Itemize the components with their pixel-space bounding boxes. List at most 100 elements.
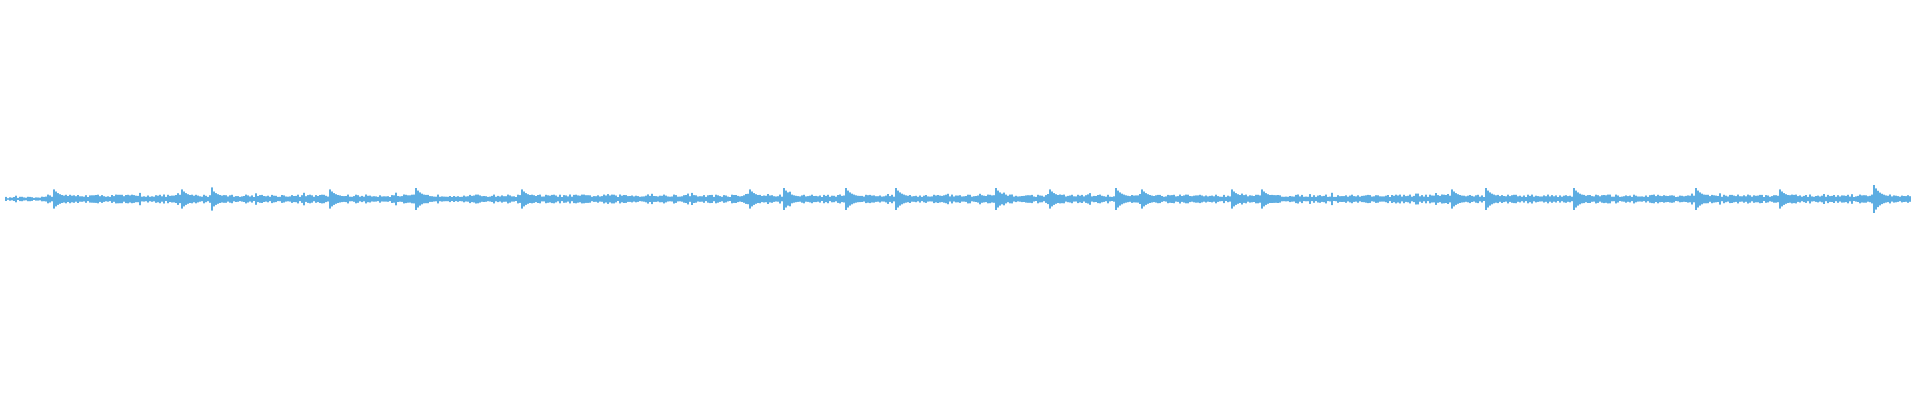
waveform-bar (873, 195, 875, 203)
waveform-bar (557, 196, 559, 202)
waveform-bar (883, 196, 885, 202)
waveform-bar (1855, 196, 1857, 202)
waveform-bar (187, 194, 189, 204)
waveform-bar (199, 196, 201, 202)
waveform-bar (987, 194, 989, 204)
waveform-bar (429, 196, 431, 202)
waveform-bar (765, 195, 767, 203)
waveform-bar (1883, 194, 1885, 204)
waveform-bar (1403, 194, 1405, 204)
waveform-bar (1565, 195, 1567, 203)
waveform-bar (405, 194, 407, 204)
waveform-bar (891, 194, 893, 204)
waveform-bar (181, 189, 183, 209)
waveform-bar (1029, 195, 1031, 203)
waveform-bar (1771, 196, 1773, 202)
waveform-bar (859, 195, 861, 203)
waveform-bar (991, 195, 993, 203)
waveform-bar (1419, 196, 1421, 202)
waveform-bar (897, 190, 899, 208)
waveform-bar (911, 196, 913, 202)
waveform-bar (71, 195, 73, 203)
waveform-bar (1679, 195, 1681, 203)
waveform-bar (1453, 191, 1455, 207)
waveform-bar (1907, 195, 1909, 203)
waveform-bar (575, 194, 577, 204)
waveform-bar (943, 195, 945, 203)
waveform-bar (459, 196, 461, 202)
waveform-bar (1047, 194, 1049, 205)
waveform-bar (1383, 196, 1385, 202)
waveform-bar (649, 195, 651, 202)
waveform-bar (1385, 195, 1387, 203)
waveform-bar (1231, 189, 1233, 209)
waveform-bar (861, 195, 863, 202)
waveform-bar (519, 195, 521, 203)
waveform-bar (165, 196, 167, 201)
waveform-bar (1027, 195, 1029, 203)
waveform-bar (1247, 196, 1249, 202)
waveform-bar (1269, 195, 1271, 203)
waveform-bar (759, 194, 761, 204)
waveform-bar (769, 195, 771, 203)
waveform-bar (1713, 195, 1715, 203)
waveform-bar (409, 195, 411, 203)
waveform-bar (1025, 195, 1027, 203)
waveform-bar (1799, 195, 1801, 203)
waveform-bar (215, 193, 217, 205)
waveform-bar (399, 196, 401, 202)
waveform-bar (1169, 195, 1171, 203)
waveform-bar (1311, 196, 1313, 202)
waveform-bar (147, 195, 149, 203)
waveform-bar (43, 196, 45, 202)
waveform-bar (1829, 196, 1831, 202)
waveform-bar (657, 196, 659, 202)
waveform-bar (293, 196, 295, 203)
waveform-bar (1891, 196, 1893, 202)
waveform-bar (877, 196, 879, 202)
waveform-bar (1235, 193, 1237, 205)
waveform-bar (973, 196, 975, 202)
waveform-bar (1103, 196, 1105, 202)
waveform-bar (677, 196, 679, 202)
waveform-bar (1767, 195, 1769, 203)
waveform-bar (935, 195, 937, 203)
waveform-bar (1859, 194, 1861, 204)
waveform-bar (1707, 194, 1709, 204)
waveform-bar (1555, 195, 1557, 203)
waveform-bar (705, 196, 707, 202)
waveform-bar (229, 195, 231, 203)
waveform-bar (331, 191, 333, 207)
waveform-bar (1445, 195, 1447, 203)
waveform-bar (1325, 194, 1327, 204)
waveform-bar (223, 195, 225, 203)
waveform-bar (1179, 194, 1181, 204)
waveform-bar (1739, 196, 1741, 202)
waveform-bar (953, 196, 955, 202)
waveform-bar (787, 192, 789, 206)
waveform-bar (1271, 194, 1273, 203)
waveform-bar (803, 194, 805, 204)
waveform-bar (1747, 194, 1749, 204)
waveform-bar (179, 194, 181, 204)
waveform-bar (1715, 195, 1717, 203)
waveform-bar (295, 195, 297, 203)
waveform-bar (403, 194, 405, 204)
waveform-bar (1529, 195, 1531, 203)
waveform-bar (1279, 195, 1281, 203)
waveform-bar (1895, 195, 1897, 203)
waveform-bar (197, 195, 199, 203)
waveform-bar (15, 195, 17, 203)
waveform-bar (1817, 195, 1819, 203)
waveform-bar (939, 195, 941, 203)
waveform-bar (583, 194, 585, 204)
waveform-bar (1017, 196, 1019, 202)
waveform-bar (1153, 196, 1155, 203)
waveform-bar (1719, 193, 1721, 205)
waveform-bar (729, 197, 731, 201)
waveform-bar (1225, 196, 1227, 201)
waveform-bar (125, 195, 127, 204)
waveform-bar (1463, 195, 1465, 203)
waveform-bar (1197, 195, 1199, 203)
waveform-bar (157, 195, 159, 203)
